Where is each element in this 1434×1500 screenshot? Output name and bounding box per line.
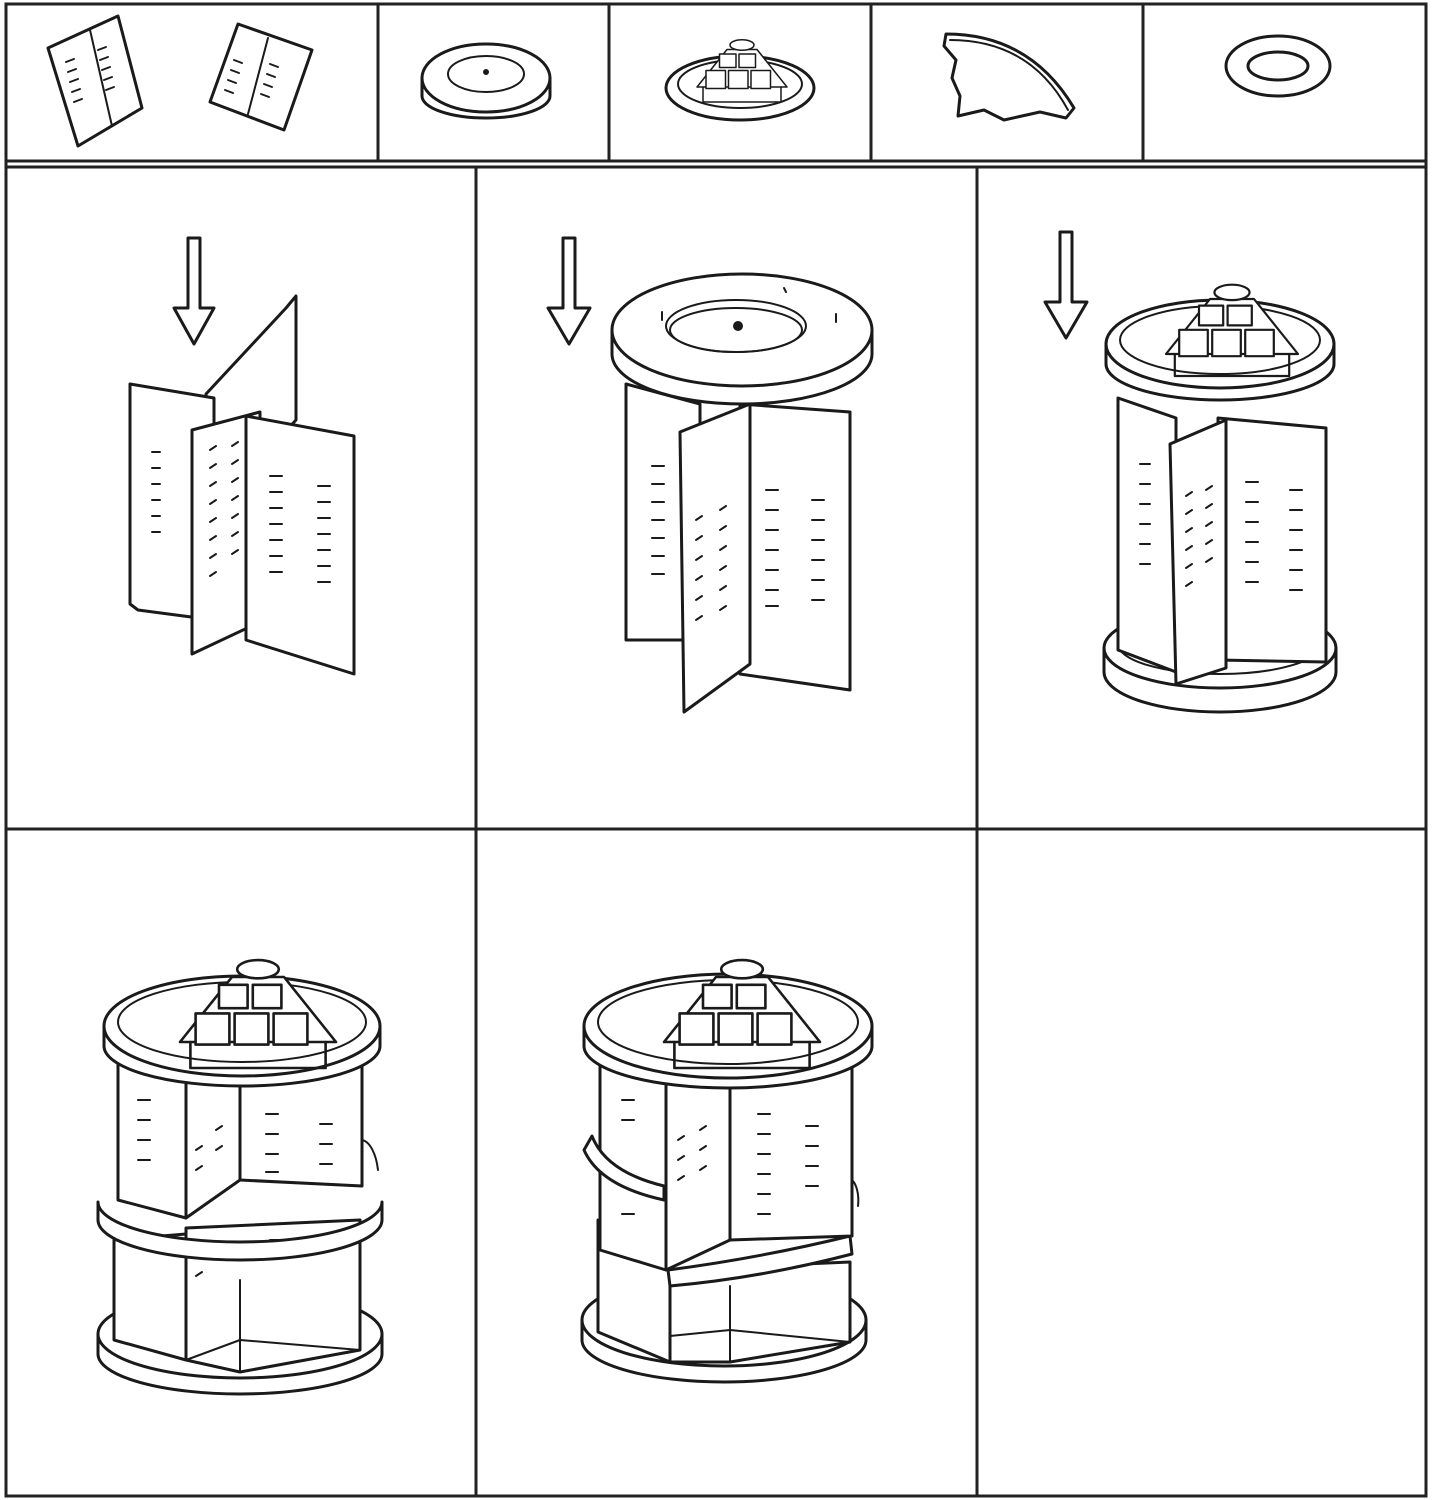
down-arrow-icon (1043, 230, 1089, 340)
step-4 (96, 958, 384, 1396)
down-arrow-icon (546, 236, 592, 346)
step-2 (546, 236, 874, 714)
quarter-shelf-icon (942, 32, 1076, 122)
round-tray-icon (420, 42, 552, 120)
compartment-tray-icon (664, 39, 816, 122)
step-3 (1043, 230, 1338, 714)
step-1 (128, 236, 356, 676)
panel-pair-icon (46, 14, 314, 148)
down-arrow-icon (172, 236, 216, 346)
step-5 (580, 958, 874, 1384)
ring-icon (1224, 34, 1332, 98)
panel-grid (4, 2, 1428, 1498)
